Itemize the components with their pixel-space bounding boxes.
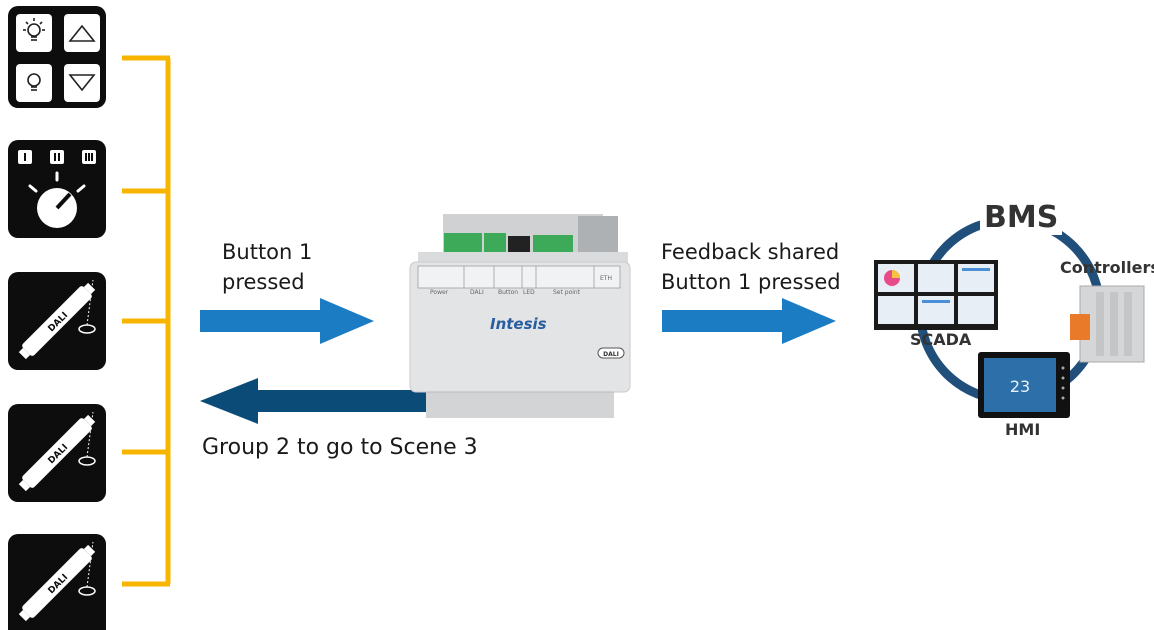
dali-bus-bracket xyxy=(122,55,171,587)
svg-text:Set point: Set point xyxy=(553,289,581,296)
svg-text:LED: LED xyxy=(523,289,535,296)
down-arrow-icon xyxy=(68,74,96,92)
dali-badge: DALI xyxy=(603,351,619,358)
dali-tube-device-1: DALI xyxy=(8,272,106,370)
dali-tube-device-2: DALI xyxy=(8,404,106,502)
arrow-right-icon xyxy=(200,298,374,344)
svg-text:DALI: DALI xyxy=(470,289,484,296)
intesis-logo: Intesis xyxy=(490,315,547,333)
intesis-gateway: Power DALI Button LED Set point ETH Inte… xyxy=(409,214,631,418)
svg-text:Button: Button xyxy=(498,289,518,296)
up-arrow-icon xyxy=(68,24,96,42)
hmi-label: HMI xyxy=(1005,420,1041,439)
scada-monitors xyxy=(874,260,998,330)
group-scene-label: Group 2 to go to Scene 3 xyxy=(202,435,478,460)
bms-title: BMS xyxy=(980,200,1063,235)
arrow-right-icon xyxy=(662,298,836,344)
bulb-off-icon xyxy=(27,73,41,91)
svg-text:ETH: ETH xyxy=(600,275,612,282)
scada-label: SCADA xyxy=(910,330,972,349)
sensor-icon xyxy=(78,456,96,466)
switch-panel-device xyxy=(8,6,106,108)
controller-device xyxy=(1070,285,1145,363)
rotary-selector-device xyxy=(8,140,106,238)
bulb-on-icon xyxy=(23,18,45,41)
hmi-panel: 23 xyxy=(978,352,1070,418)
svg-text:Power: Power xyxy=(430,289,449,296)
sensor-icon xyxy=(78,586,96,596)
sensor-icon xyxy=(78,324,96,334)
svg-text:23: 23 xyxy=(1010,377,1030,396)
arrow-left-icon xyxy=(200,378,435,424)
dali-tube-device-3: DALI xyxy=(8,534,106,630)
feedback-label: Feedback shared Button 1 pressed xyxy=(661,240,841,294)
button-pressed-label: Button 1 pressed xyxy=(222,240,313,294)
controllers-label: Controllers xyxy=(1060,258,1154,277)
